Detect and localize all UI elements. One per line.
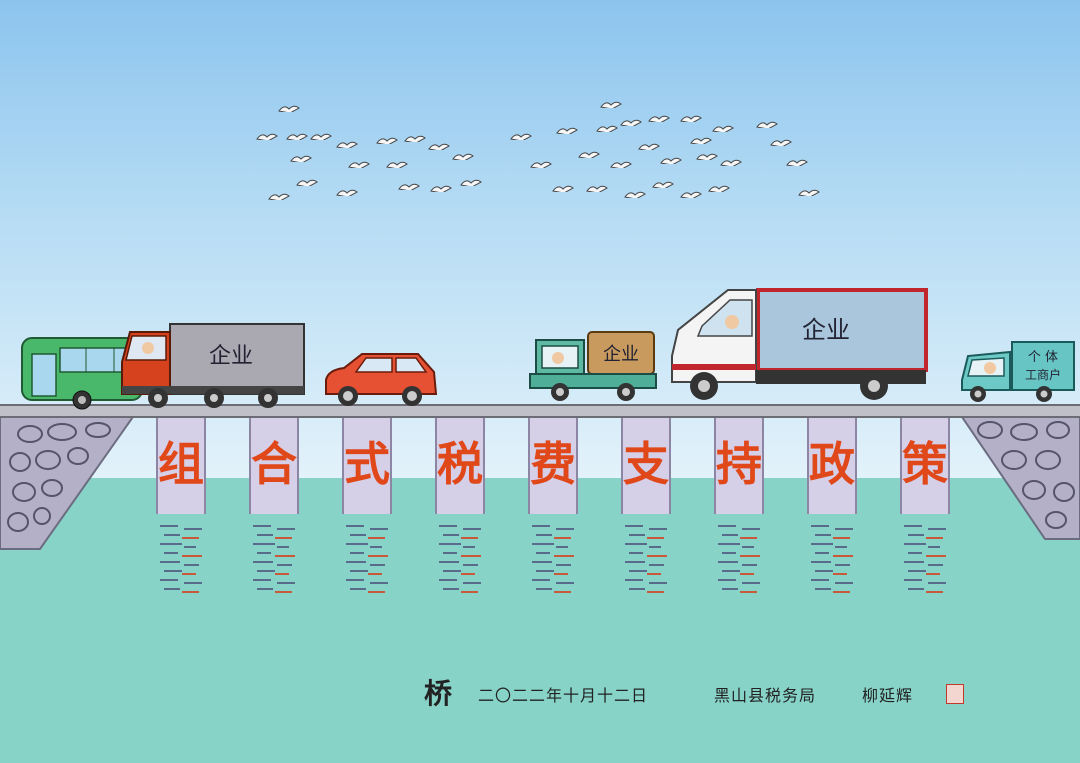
bridge-pillar (342, 414, 392, 514)
bridge-pillar (435, 414, 485, 514)
bird-icon (290, 155, 312, 162)
bird-icon (578, 151, 600, 158)
pillar-character: 政 (809, 437, 855, 491)
bird-icon (556, 127, 578, 134)
bird-icon (798, 189, 820, 196)
bird-icon (620, 119, 642, 126)
bird-icon (428, 143, 450, 150)
pillar-character: 策 (902, 437, 948, 491)
bird-icon (786, 159, 808, 166)
bridge-pillar (156, 414, 206, 514)
bird-icon (296, 179, 318, 186)
pillar-reflection (625, 525, 667, 593)
bird-icon (452, 153, 474, 160)
bird-icon (268, 193, 290, 200)
red-seal-stamp (946, 684, 964, 704)
bird-icon (460, 179, 482, 186)
bird-icon (336, 189, 358, 196)
bird-icon (708, 185, 730, 192)
pickup-label: 企业 (603, 344, 639, 365)
pillar-reflection (718, 525, 760, 593)
artwork-organization: 黑山县税务局 (714, 686, 817, 705)
pillar-reflection (532, 525, 574, 593)
truck-label: 企业 (208, 344, 253, 369)
bridge-pillar (528, 414, 578, 514)
bridge-pillar (900, 414, 950, 514)
bird-icon (376, 137, 398, 144)
bridge-pillar (621, 414, 671, 514)
pillar-character: 式 (344, 437, 390, 491)
bird-icon (552, 185, 574, 192)
bird-icon (530, 161, 552, 168)
pillar-reflection (160, 525, 202, 593)
bridge-pillar (714, 414, 764, 514)
pillar-reflection (253, 525, 295, 593)
sky (0, 0, 1080, 480)
pillar-character: 费 (530, 437, 576, 491)
artwork-title: 桥 (424, 677, 453, 710)
pillar-reflection (904, 525, 946, 593)
pillar-character: 合 (251, 437, 297, 491)
bird-icon (720, 159, 742, 166)
artwork-date: 二〇二二年十月十二日 (478, 686, 649, 705)
bird-icon (652, 181, 674, 188)
pillar-character: 组 (158, 437, 204, 491)
bird-icon (680, 115, 702, 122)
pillar-character: 支 (623, 437, 669, 491)
bird-icon (430, 185, 452, 192)
red-car (325, 353, 438, 406)
left-abutment (0, 414, 135, 550)
bridge-pillar (807, 414, 857, 514)
bird-icon (756, 121, 778, 128)
bird-icon (404, 135, 426, 142)
pillar-reflection (811, 525, 853, 593)
bird-icon (386, 161, 408, 168)
bird-icon (600, 101, 622, 108)
bird-icon (278, 105, 300, 112)
bird-icon (660, 157, 682, 164)
bird-icon (596, 125, 618, 132)
bird-icon (336, 141, 358, 148)
small-truck-label-line1: 个 体 (1027, 350, 1059, 365)
pillar-character: 持 (716, 437, 762, 491)
bird-icon (638, 143, 660, 150)
artwork-author: 柳延辉 (862, 686, 914, 705)
bird-icon (610, 161, 632, 168)
small-truck-label-line2: 工商户 (1024, 368, 1061, 382)
bird-icon (624, 191, 646, 198)
bird-icon (690, 137, 712, 144)
right-abutment (960, 414, 1080, 540)
white-box-truck (671, 288, 928, 400)
green-pickup (529, 331, 657, 401)
bird-icon (770, 139, 792, 146)
bird-icon (696, 153, 718, 160)
box-truck-label: 企业 (802, 316, 850, 344)
bird-icon (586, 185, 608, 192)
bird-icon (712, 125, 734, 132)
bird-icon (348, 161, 370, 168)
bird-icon (286, 133, 308, 140)
bird-icon (256, 133, 278, 140)
bird-icon (398, 183, 420, 190)
pillar-reflection (439, 525, 481, 593)
pillar-reflection (346, 525, 388, 593)
bird-icon (510, 133, 532, 140)
red-box-truck (121, 323, 305, 408)
small-teal-truck (961, 341, 1075, 402)
bridge-pillar (249, 414, 299, 514)
bird-icon (680, 191, 702, 198)
bird-icon (648, 115, 670, 122)
bird-icon (310, 133, 332, 140)
pillar-character: 税 (437, 437, 483, 491)
